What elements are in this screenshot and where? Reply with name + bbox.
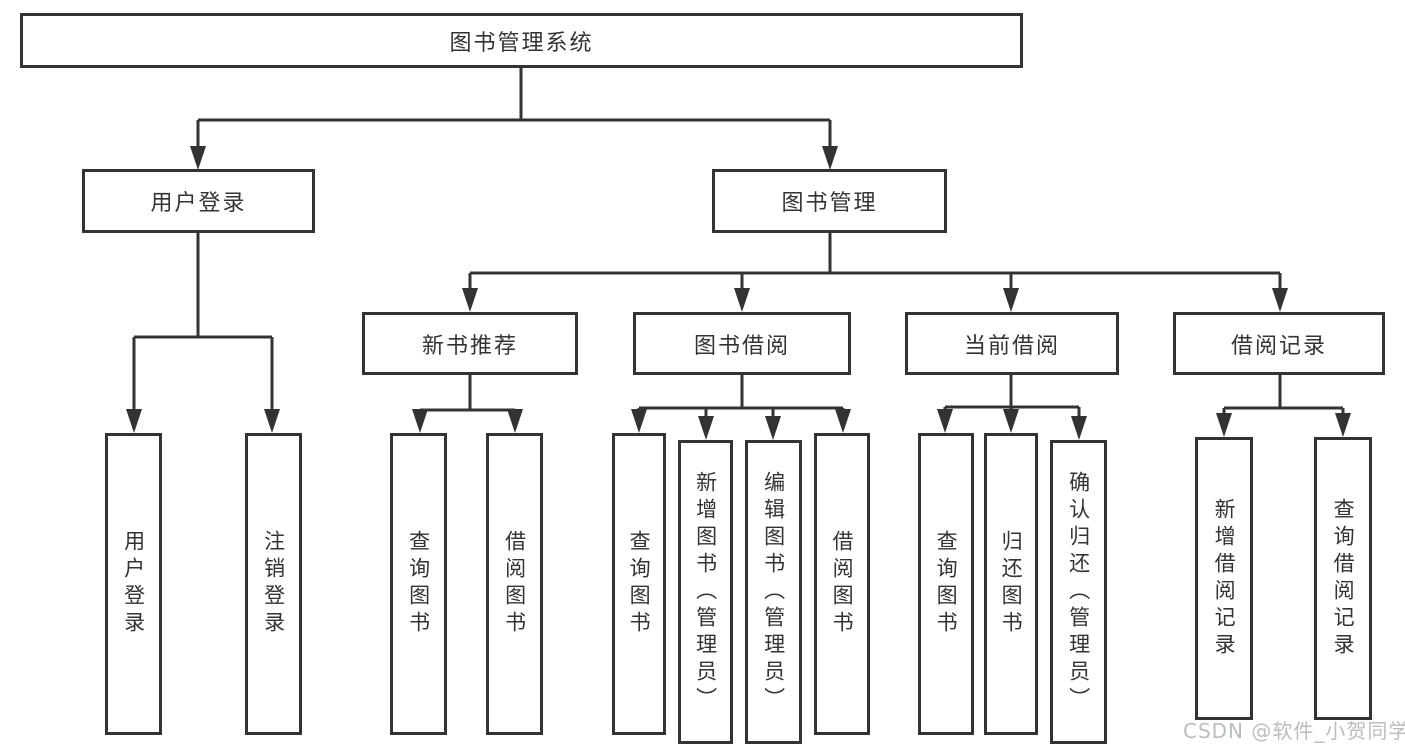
leaf-query-books-recommend-label: 查询图书 — [406, 530, 431, 638]
leaf-query-books-current-label: 查询图书 — [934, 530, 959, 638]
leaf-query-books-borrow-label: 查询图书 — [627, 530, 652, 638]
arrowhead — [734, 288, 750, 312]
leaf-add-books-admin: 新增图书（管理员） — [678, 440, 733, 744]
arrowhead — [937, 409, 953, 433]
arrowheads-root-to-level2 — [190, 146, 838, 170]
node-borrow-records-label: 借阅记录 — [1230, 333, 1327, 359]
leaf-add-books-admin-label: 新增图书（管理员） — [693, 470, 718, 714]
node-book-management: 图书管理 — [712, 169, 947, 233]
connector-records-children — [1222, 375, 1345, 420]
arrowheads-current-borrow-children — [937, 409, 1087, 440]
arrowhead — [1071, 416, 1087, 440]
leaf-edit-books-admin: 编辑图书（管理员） — [745, 440, 802, 744]
arrowhead — [1216, 413, 1232, 437]
connector-book-mgmt-to-level3 — [468, 233, 1282, 295]
leaf-query-books-recommend: 查询图书 — [390, 433, 447, 735]
node-book-management-label: 图书管理 — [781, 191, 878, 216]
connector-book-borrow-children — [637, 375, 845, 422]
arrowhead — [1272, 288, 1288, 312]
leaf-confirm-return-admin: 确认归还（管理员） — [1050, 440, 1107, 744]
arrowhead — [507, 409, 523, 433]
node-library-management-system-label: 图书管理系统 — [449, 30, 594, 56]
leaf-query-borrow-record: 查询借阅记录 — [1314, 437, 1372, 720]
arrowhead — [412, 409, 428, 433]
node-library-management-system: 图书管理系统 — [20, 13, 1023, 68]
arrowheads-book-mgmt-to-level3 — [462, 288, 1288, 312]
arrowheads-book-borrow-children — [631, 409, 851, 440]
csdn-watermark: CSDN @软件_小贺同学 — [1183, 719, 1405, 743]
arrowhead — [462, 288, 478, 312]
node-book-borrow: 图书借阅 — [633, 312, 851, 375]
leaf-query-books-borrow: 查询图书 — [612, 433, 666, 735]
leaf-add-borrow-record-label: 新增借阅记录 — [1212, 497, 1237, 660]
connector-new-rec-children — [418, 375, 517, 418]
arrowheads-user-login-children — [126, 409, 280, 433]
leaf-return-books-label: 归还图书 — [999, 530, 1024, 638]
arrowhead — [822, 146, 838, 170]
node-user-login: 用户登录 — [82, 169, 315, 233]
arrowhead — [631, 409, 647, 433]
leaf-borrow-books: 借阅图书 — [814, 433, 870, 735]
leaf-edit-books-admin-label: 编辑图书（管理员） — [761, 470, 786, 714]
leaf-user-login: 用户登录 — [105, 433, 162, 735]
arrowhead — [698, 416, 714, 440]
node-book-borrow-label: 图书借阅 — [693, 333, 790, 359]
leaf-logout: 注销登录 — [245, 433, 302, 735]
arrowhead — [264, 409, 280, 433]
arrowhead — [1335, 413, 1351, 437]
leaf-borrow-books-label: 借阅图书 — [830, 530, 855, 638]
node-borrow-records: 借阅记录 — [1173, 312, 1385, 375]
arrowheads-records-children — [1216, 413, 1351, 437]
leaf-user-login-label: 用户登录 — [121, 530, 146, 638]
leaf-query-borrow-record-label: 查询借阅记录 — [1331, 497, 1356, 660]
leaf-return-books: 归还图书 — [984, 433, 1038, 735]
node-user-login-label: 用户登录 — [150, 191, 247, 216]
leaf-borrow-books-recommend: 借阅图书 — [486, 433, 543, 735]
leaf-logout-label: 注销登录 — [261, 530, 286, 638]
arrowheads-new-rec-children — [412, 409, 523, 433]
node-current-borrow: 当前借阅 — [905, 312, 1119, 375]
connector-root-to-level2 — [196, 68, 832, 152]
leaf-query-books-current: 查询图书 — [918, 433, 974, 735]
leaf-add-borrow-record: 新增借阅记录 — [1195, 437, 1253, 720]
node-current-borrow-label: 当前借阅 — [963, 333, 1060, 359]
connector-user-login-children — [132, 233, 274, 415]
arrowhead — [765, 416, 781, 440]
arrowhead — [1003, 409, 1019, 433]
node-new-book-recommend: 新书推荐 — [362, 312, 578, 375]
arrowhead — [190, 146, 206, 170]
node-new-book-recommend-label: 新书推荐 — [421, 333, 518, 359]
arrowhead — [835, 409, 851, 433]
arrowhead — [126, 409, 142, 433]
leaf-borrow-books-recommend-label: 借阅图书 — [502, 530, 527, 638]
leaf-confirm-return-admin-label: 确认归还（管理员） — [1066, 470, 1091, 714]
arrowhead — [1003, 288, 1019, 312]
